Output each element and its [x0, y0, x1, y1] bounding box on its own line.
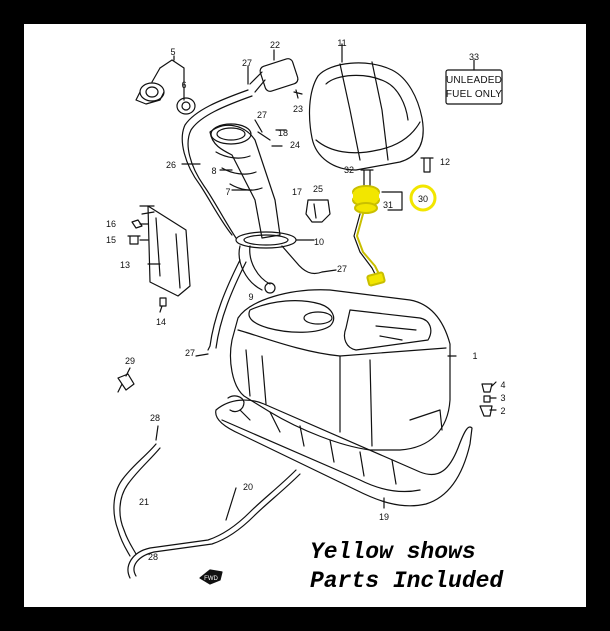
callout-32: 32 [344, 165, 354, 175]
hose-part-20 [127, 469, 301, 579]
fuel-sender-unit-highlighted [352, 185, 386, 287]
callout-17: 17 [292, 187, 302, 197]
callout-9: 9 [248, 292, 253, 302]
callout-28-top: 28 [150, 413, 160, 423]
label-box-text-line1: UNLEADED [446, 75, 502, 86]
callout-15: 15 [106, 235, 116, 245]
callout-3: 3 [500, 393, 505, 403]
callout-18: 18 [278, 128, 288, 138]
callout-4: 4 [500, 380, 505, 390]
callout-27-top: 27 [242, 58, 252, 68]
callout-29: 29 [125, 356, 135, 366]
callout-30: 30 [418, 194, 428, 204]
shield-part-11 [308, 61, 424, 171]
callout-2: 2 [500, 406, 505, 416]
caption: Yellow shows Parts Included [310, 538, 503, 596]
callout-26: 26 [166, 160, 176, 170]
caption-line1: Yellow shows [310, 539, 476, 565]
callout-1: 1 [472, 351, 477, 361]
callout-28-bottom: 28 [148, 552, 158, 562]
callout-7: 7 [225, 187, 230, 197]
fwd-arrow [199, 569, 223, 585]
callout-14: 14 [156, 317, 166, 327]
callout-20: 20 [243, 482, 253, 492]
caption-line2: Parts Included [310, 568, 504, 594]
callout-27-left: 27 [185, 348, 195, 358]
breather-hose-26 [181, 89, 249, 236]
callout-12: 12 [440, 157, 450, 167]
filler-neck-part [209, 123, 281, 239]
callout-10: 10 [314, 237, 324, 247]
hose-part-21 [113, 443, 161, 557]
callout-27-mid: 27 [257, 110, 267, 120]
fwd-arrow-text: FWD [204, 576, 218, 582]
callout-24: 24 [290, 140, 300, 150]
callout-6: 6 [181, 80, 186, 90]
callout-21: 21 [139, 497, 149, 507]
callout-22: 22 [270, 40, 280, 50]
label-box-text-line2: FUEL ONLY [446, 89, 502, 100]
callout-13: 13 [120, 260, 130, 270]
highlight-circle-30 [409, 184, 437, 212]
callout-31: 31 [383, 200, 393, 210]
clip-part-29 [117, 373, 135, 393]
callout-5: 5 [170, 47, 175, 57]
filler-cap-part [135, 82, 196, 115]
vent-valve-part [249, 58, 299, 93]
callout-11: 11 [337, 38, 346, 48]
callout-16: 16 [106, 219, 116, 229]
callout-19: 19 [379, 512, 389, 522]
fuel-tank-part-1 [229, 289, 451, 451]
tank-cradle-part-19 [215, 395, 473, 507]
callout-8: 8 [211, 166, 216, 176]
callout-27-right: 27 [337, 264, 347, 274]
callout-25: 25 [313, 184, 323, 194]
callout-23: 23 [293, 104, 303, 114]
callout-33: 33 [469, 52, 479, 62]
bracket-part-13 [139, 205, 191, 297]
